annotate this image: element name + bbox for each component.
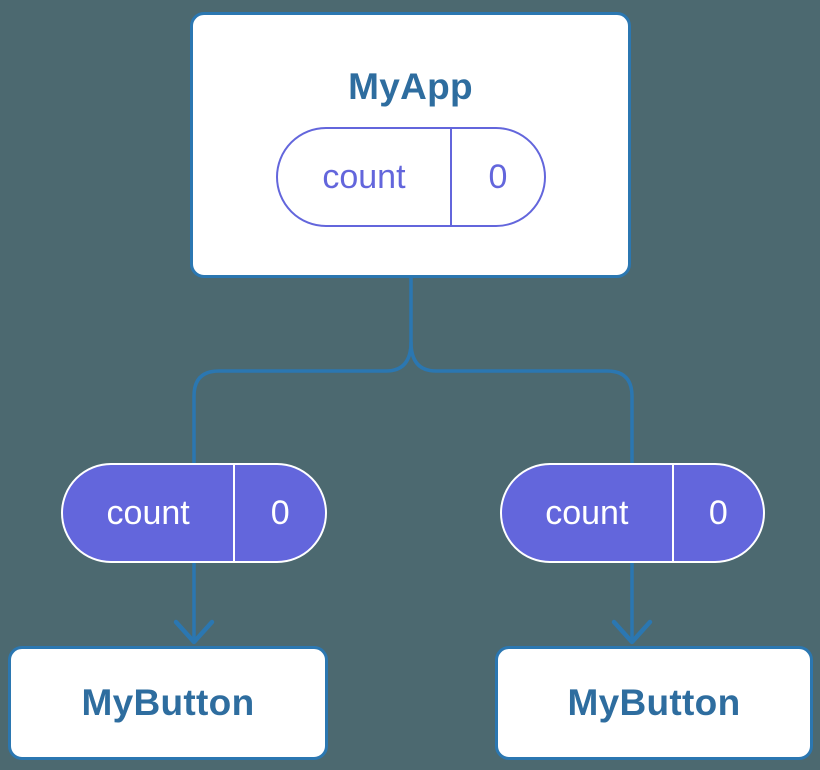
component-title: MyButton: [81, 682, 255, 723]
component-node-myapp: MyApp count 0: [190, 12, 631, 278]
component-title: MyApp: [348, 66, 473, 107]
prop-value: 0: [708, 494, 728, 532]
connector-right-branch: [409, 341, 634, 639]
state-value: 0: [488, 158, 508, 196]
state-name: count: [278, 129, 453, 225]
prop-value: 0: [270, 494, 290, 532]
arrowhead-right-icon: [611, 619, 653, 645]
arrowhead-left-icon: [173, 619, 215, 645]
prop-name: count: [63, 465, 236, 561]
prop-pill-right: count 0: [500, 463, 765, 563]
component-title: MyButton: [567, 682, 741, 723]
prop-pill-left: count 0: [61, 463, 327, 563]
state-pill-root: count 0: [275, 127, 546, 227]
connector-left-branch: [192, 277, 413, 639]
component-node-mybutton-right: MyButton: [495, 646, 813, 760]
component-node-mybutton-left: MyButton: [8, 646, 328, 760]
prop-name: count: [502, 465, 674, 561]
